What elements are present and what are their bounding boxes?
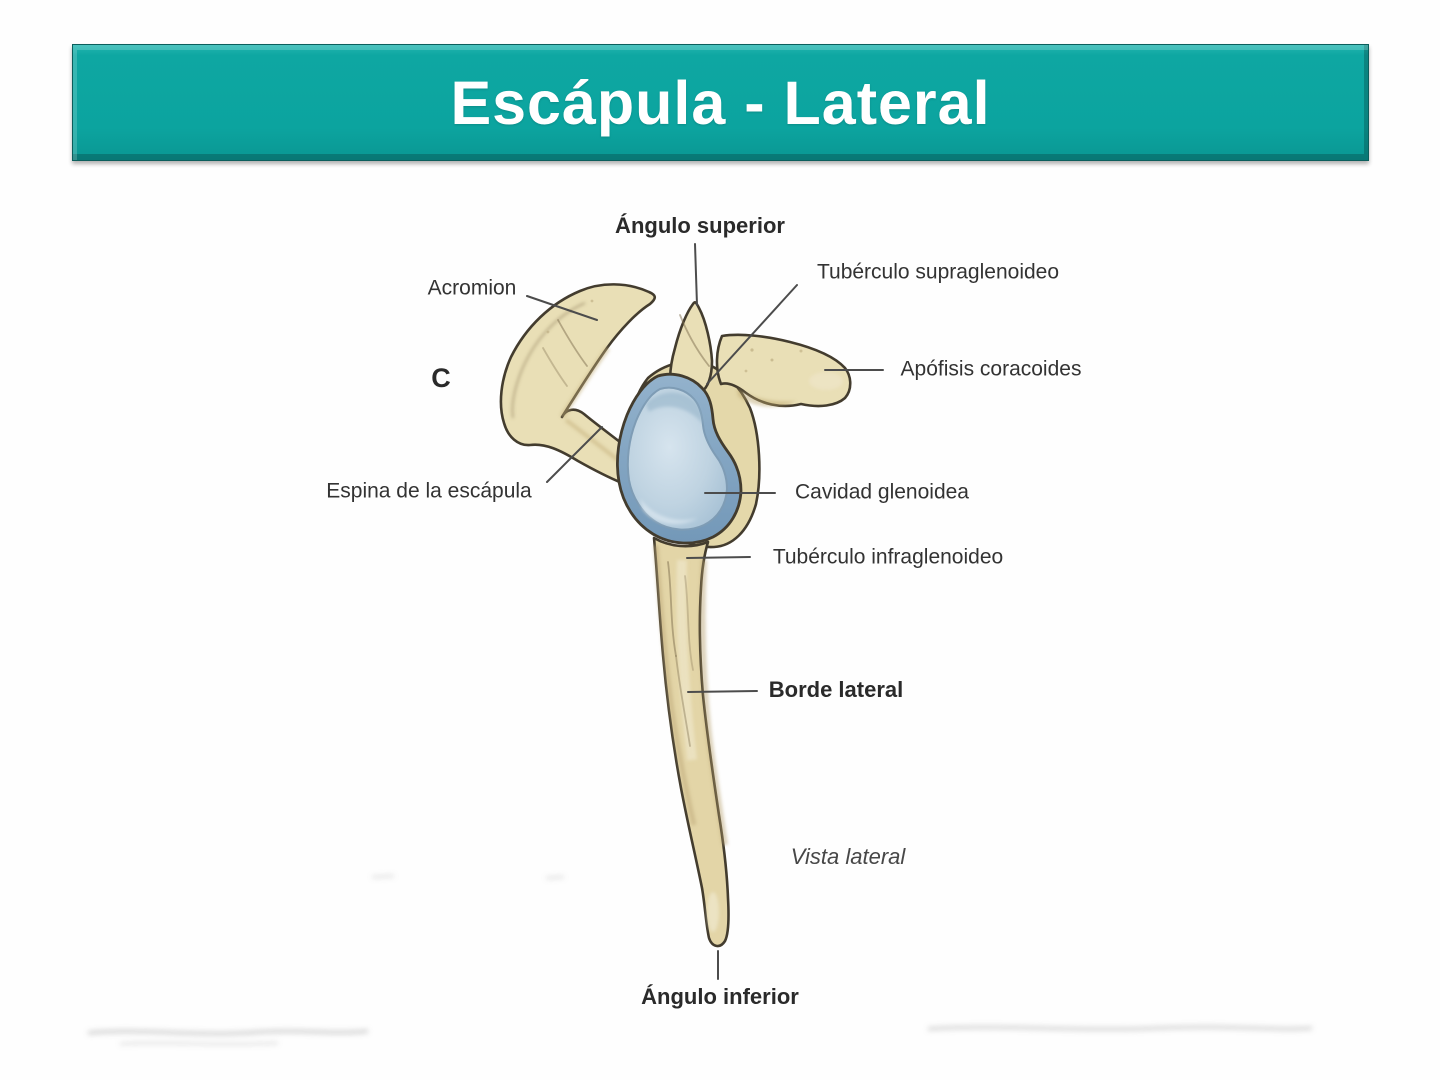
slide-title: Escápula - Lateral — [450, 68, 991, 137]
label-angulo-superior: Ángulo superior — [615, 212, 785, 238]
bone-texture — [542, 299, 803, 747]
figure-letter: C — [431, 363, 451, 394]
leader-tuberculo-supraglenoideo — [706, 284, 798, 385]
label-tuberculo-infraglenoideo: Tubérculo infraglenoideo — [772, 545, 1004, 569]
scan-artifacts — [87, 874, 1313, 1046]
label-tuberculo-supraglenoideo: Tubérculo supraglenoideo — [816, 260, 1060, 284]
label-angulo-inferior: Ángulo inferior — [641, 983, 799, 1009]
leader-espina-de-la-escapula — [546, 426, 603, 483]
leader-tuberculo-infraglenoideo — [686, 556, 751, 559]
glenoid-shading — [640, 392, 703, 525]
label-apofisis-coracoides: Apófisis coracoides — [900, 357, 1082, 381]
label-borde-lateral: Borde lateral — [768, 676, 904, 702]
leader-acromion — [526, 295, 598, 321]
leader-angulo-superior — [694, 243, 698, 306]
leader-borde-lateral — [687, 690, 758, 693]
title-banner: Escápula - Lateral — [72, 44, 1369, 161]
view-caption: Vista lateral — [790, 843, 906, 869]
label-acromion: Acromion — [427, 276, 517, 300]
label-espina-de-la-escapula: Espina de la escápula — [326, 479, 532, 503]
scapula-bone-group — [499, 283, 852, 948]
leader-lines — [526, 243, 884, 980]
label-cavidad-glenoidea: Cavidad glenoidea — [795, 480, 969, 504]
bone-shading — [511, 302, 843, 932]
